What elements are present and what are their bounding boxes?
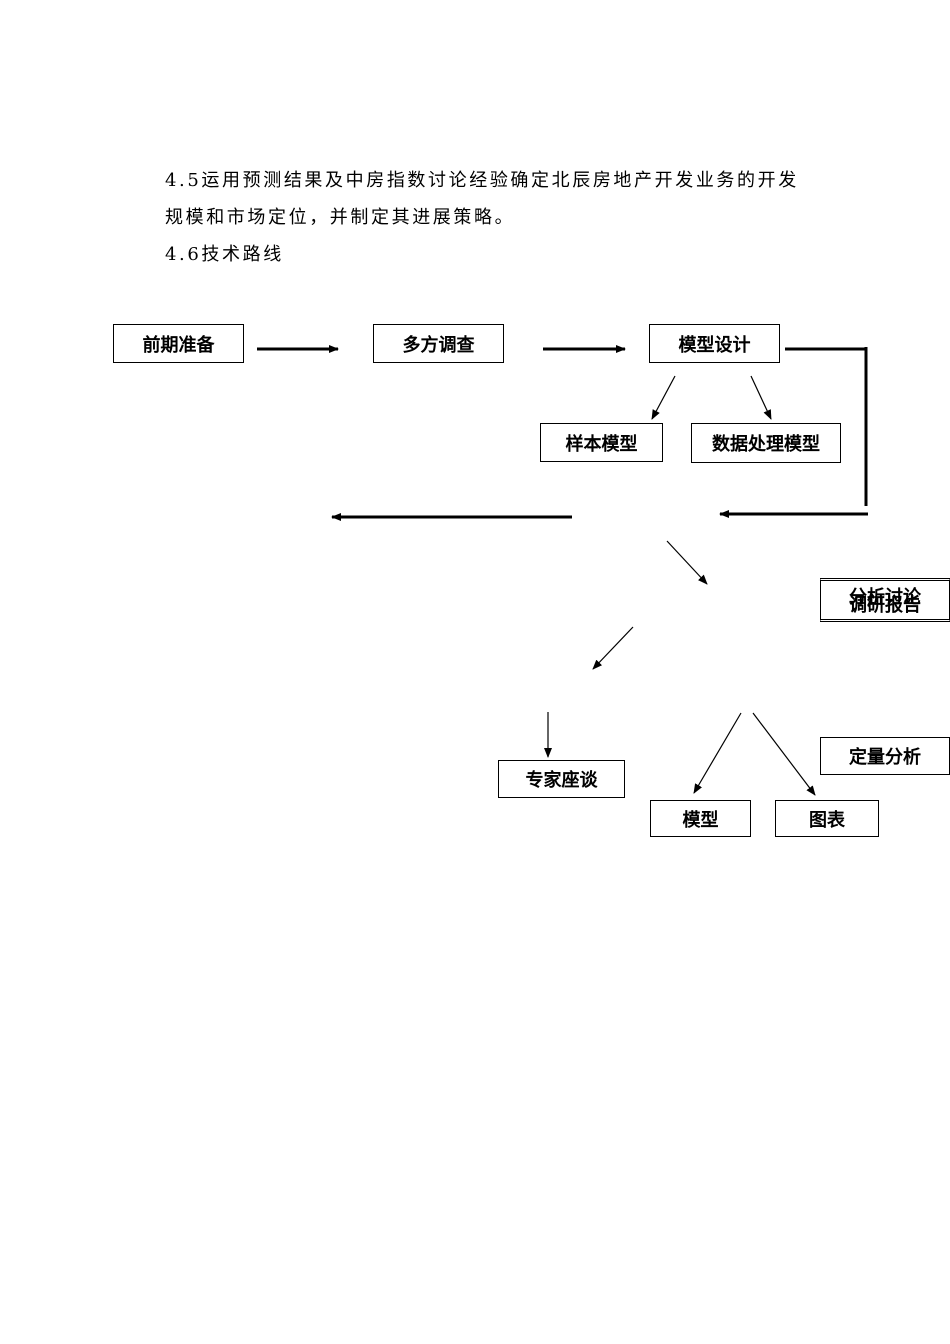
arrow-to-model [693, 712, 742, 794]
section-heading-tech-route: 4.6技术路线 [165, 244, 284, 265]
label-survey-report: 调研报告 [849, 595, 921, 616]
arrow-to-data-model [750, 375, 772, 420]
box-expert-talk: 专家座谈 [498, 760, 625, 798]
arrow-diagonal-down-right [666, 540, 708, 585]
box-data-model: 数据处理模型 [691, 423, 841, 463]
box-analysis-report-overlap: 分析讨论 调研报告 [820, 578, 950, 622]
label-analysis-discussion: 分析讨论 [849, 587, 921, 608]
arrow-to-sample-model [651, 375, 676, 420]
paragraph-line-1: 4.5运用预测结果及中房指数讨论经验确定北辰房地产开发业务的开发 [165, 170, 799, 191]
box-model: 模型 [650, 800, 751, 837]
arrow-diagonal-down-left [592, 626, 634, 670]
box-sample-model: 样本模型 [540, 423, 663, 462]
arrow-to-chart [752, 712, 816, 796]
box-prep: 前期准备 [113, 324, 244, 363]
box-quant-analysis: 定量分析 [820, 737, 950, 775]
box-model-design: 模型设计 [649, 324, 780, 363]
paragraph-line-2: 规模和市场定位，并制定其进展策略。 [165, 207, 516, 228]
box-survey: 多方调查 [373, 324, 504, 363]
box-chart: 图表 [775, 800, 879, 837]
